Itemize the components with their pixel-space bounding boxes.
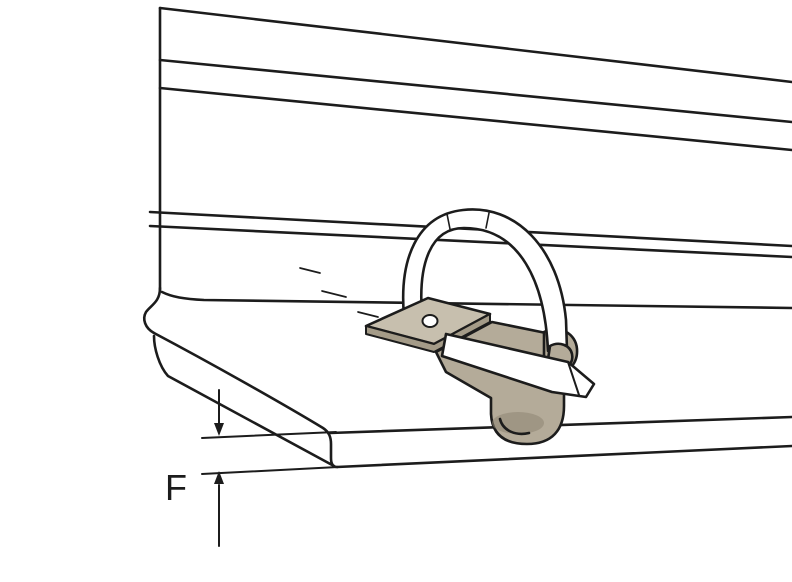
arrowhead-up-icon	[214, 471, 224, 484]
clip-mounting-hole	[421, 314, 439, 328]
extension-line-lower	[201, 466, 339, 475]
dimension-f	[201, 389, 339, 547]
web-fillet-curl	[142, 286, 162, 335]
web-fillet-line	[160, 290, 792, 310]
clip-hook-shadow	[492, 412, 544, 434]
strap-tooth-marks	[446, 212, 490, 230]
top-flange-front-bottom-edge	[158, 58, 792, 124]
locking-blade	[440, 332, 596, 399]
clip-hook-curl-line	[498, 417, 531, 436]
dimension-label-f: F	[165, 467, 187, 508]
dimension-arrowheads	[214, 423, 224, 484]
flange-end-bottom-edge	[152, 334, 336, 468]
bottom-flange-far-edge-2	[148, 224, 792, 259]
flange-end-top-edge	[152, 331, 339, 469]
top-flange-underside-edge	[158, 86, 792, 152]
blade-tip-facet	[567, 361, 580, 396]
extension-line-upper	[201, 431, 337, 439]
i-beam	[142, 6, 792, 469]
top-flange-top-edge	[158, 6, 792, 84]
clip-top-plate-edge	[365, 313, 491, 353]
flange-surface-marks	[299, 267, 379, 318]
arrowhead-down-icon	[214, 423, 224, 436]
bottom-flange-near-bottom-edge	[335, 444, 792, 469]
